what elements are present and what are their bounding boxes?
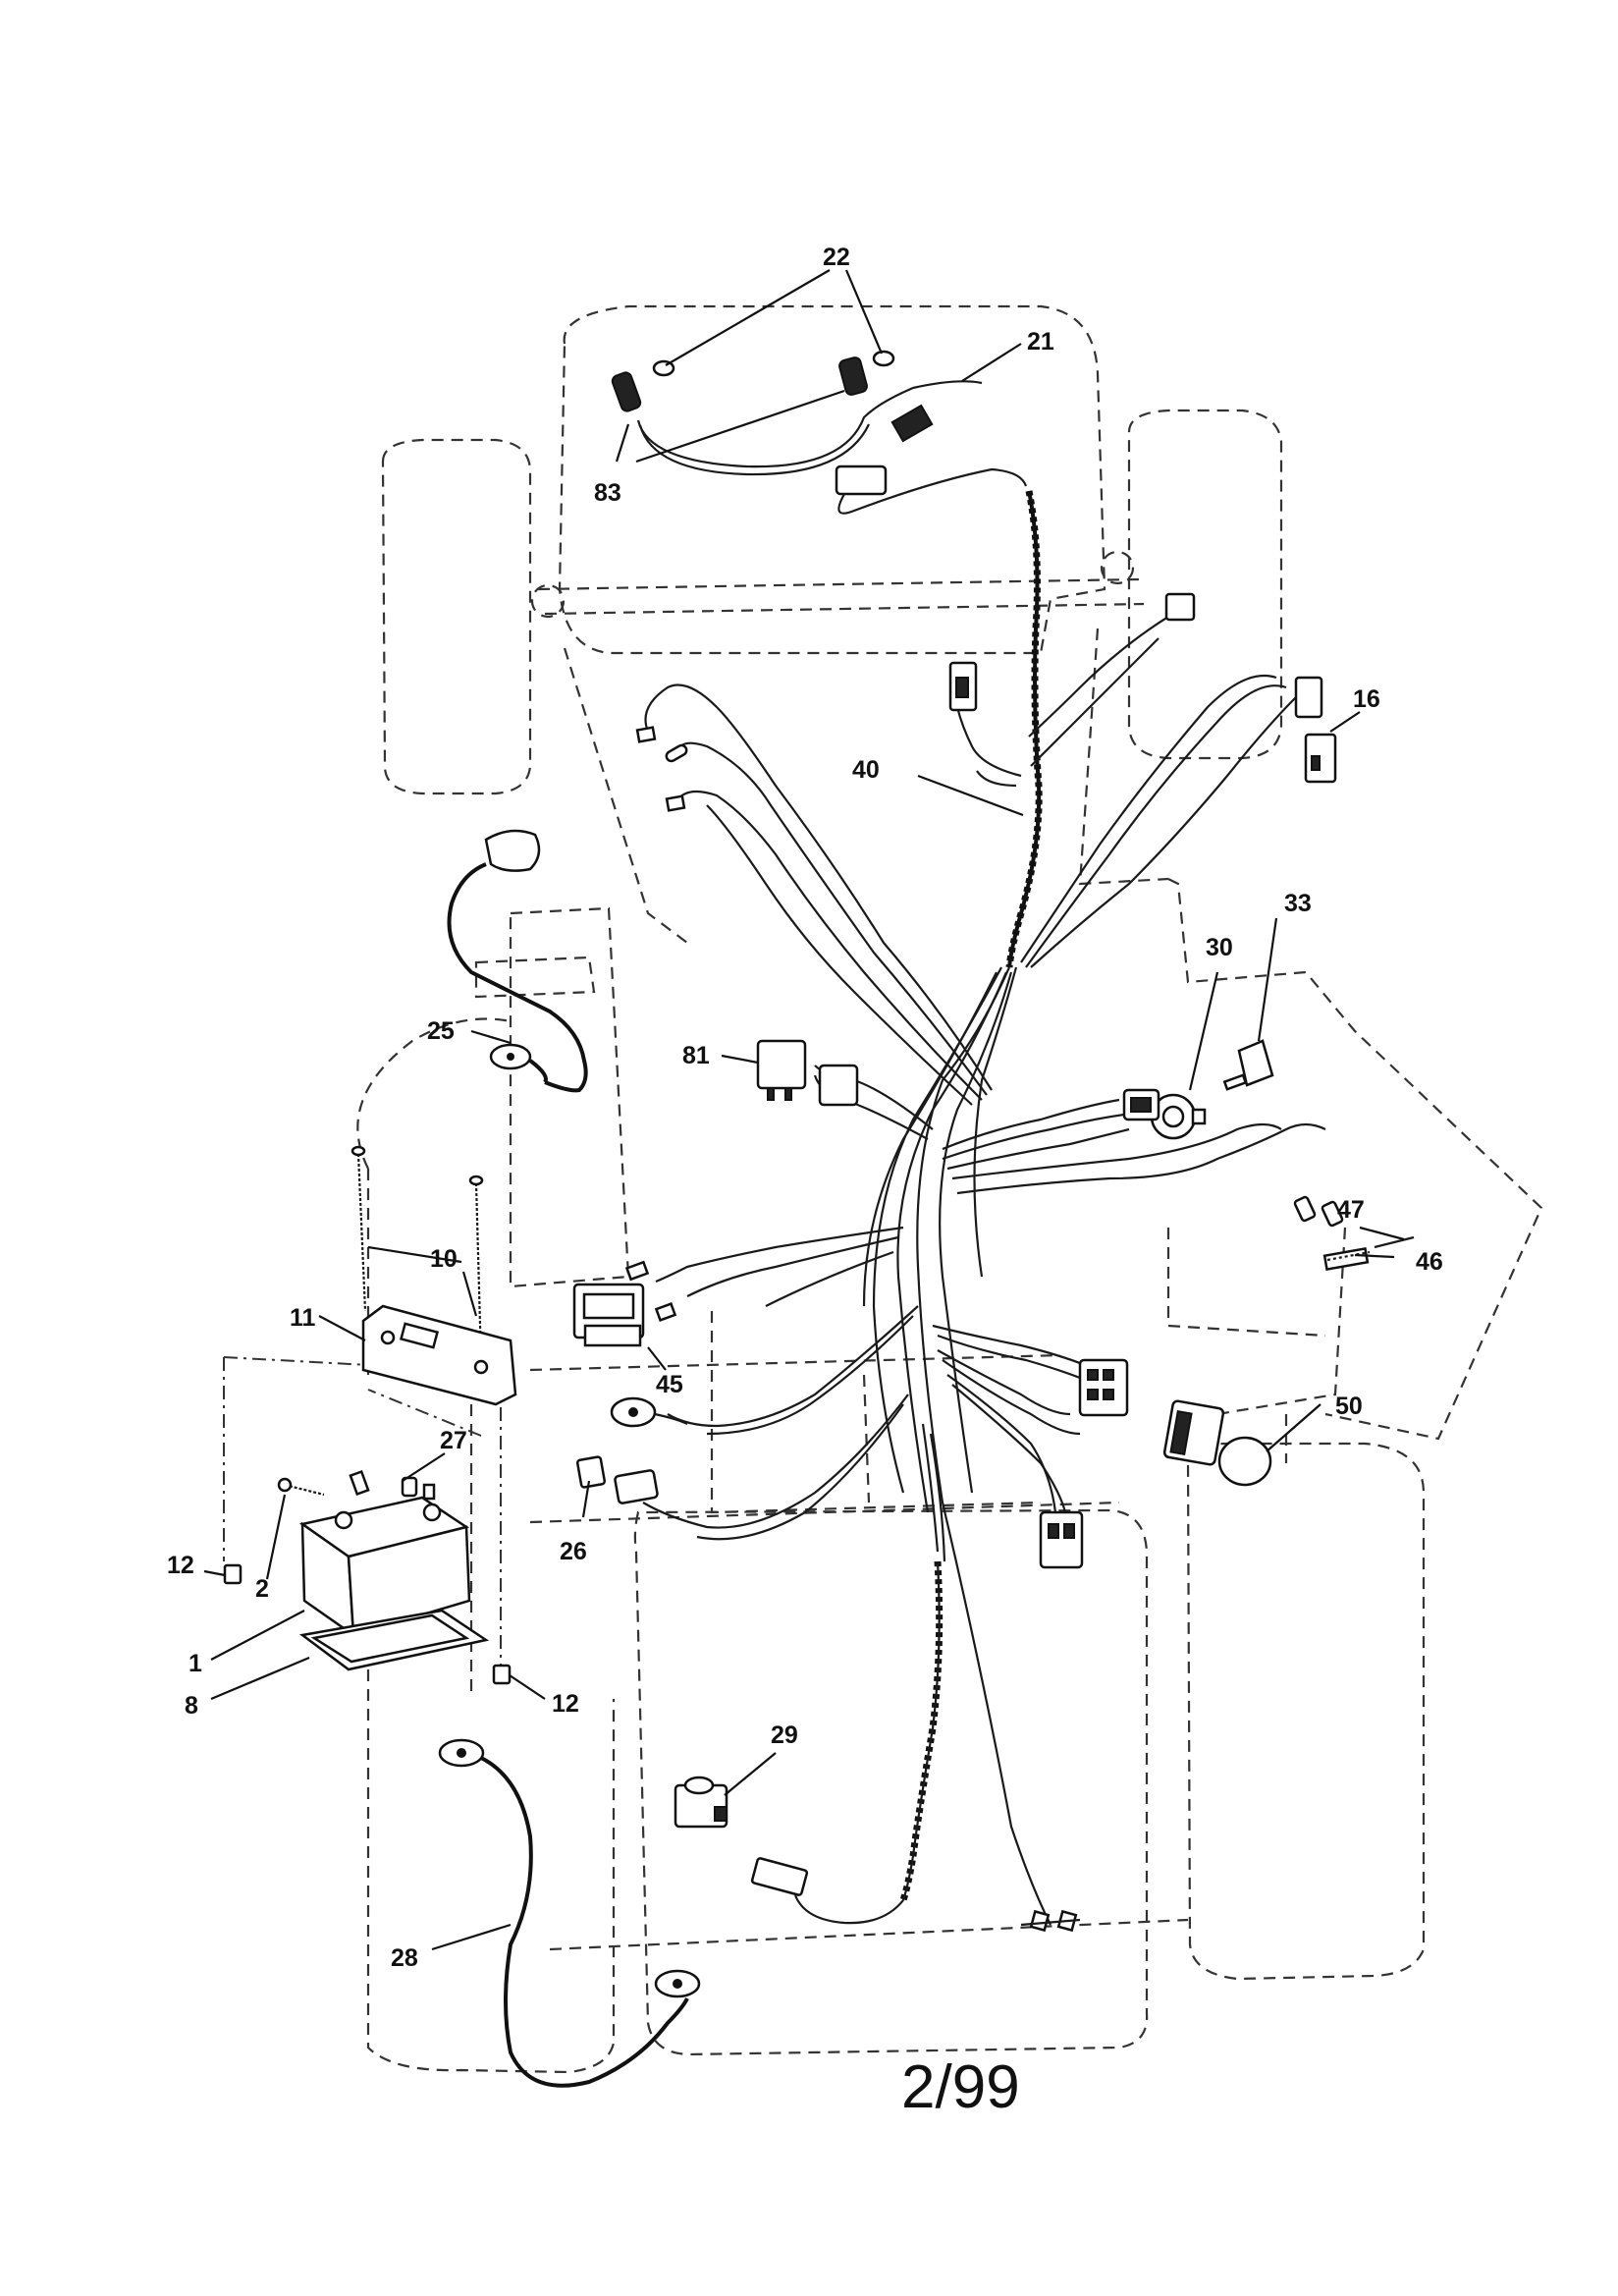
part-50-pto-switch [1162,1399,1272,1487]
callout-50: 50 [1335,1393,1363,1420]
part-25-cable [447,829,588,1093]
part-81-relay [756,1039,859,1107]
part-47-46-terminals [1293,1195,1415,1271]
callout-40: 40 [852,756,880,784]
callout-11: 11 [290,1304,316,1332]
battery-alignment-lines [223,1350,502,1665]
part-11-hold-down-bracket [361,1304,517,1406]
callout-27: 27 [440,1427,467,1454]
lower-terminals [1020,1909,1081,1933]
headlight-harness [611,350,1028,515]
callout-47: 47 [1337,1196,1365,1224]
callout-16: 16 [1353,685,1380,713]
callout-12-right: 12 [552,1690,579,1718]
callout-30: 30 [1206,934,1233,961]
callout-46: 46 [1416,1248,1443,1276]
main-harness-coil [1005,490,1043,968]
callout-10: 10 [430,1245,458,1273]
part-10-hold-down-rods [351,1145,484,1361]
callout-45: 45 [656,1371,683,1398]
callout-29: 29 [771,1722,798,1749]
leader-lines [203,269,1405,1951]
callout-1: 1 [189,1650,202,1677]
callout-26: 26 [560,1538,587,1565]
wire-bundle [642,613,1326,1926]
part-16-connector [1294,676,1337,784]
part-8-battery-tray [298,1609,490,1671]
tractor-outline [356,304,1543,2074]
part-33-key [1222,1039,1274,1091]
callout-83: 83 [594,479,621,507]
part-26-fuse [575,1455,659,1504]
part-28-ground-cable [438,1738,701,2088]
part-45-hour-meter [572,1260,677,1347]
callout-22: 22 [823,244,850,271]
harness-left-terminals [635,726,688,812]
multi-pin-connector [1078,1358,1129,1417]
part-29-seat-switch [674,1776,809,1896]
coil-side-connectors [948,592,1196,712]
callout-28: 28 [391,1944,418,1972]
part-27-2-hardware [277,1469,436,1501]
page-number: 2/99 [901,2053,1020,2121]
part-12-nuts [223,1563,512,1685]
callout-21: 21 [1027,328,1054,355]
callout-2: 2 [255,1575,269,1603]
callout-8: 8 [185,1692,198,1720]
callout-81: 81 [682,1042,710,1069]
part-1-battery [298,1496,471,1638]
callout-25: 25 [427,1017,455,1045]
callout-labels: 22 21 83 16 40 33 30 25 81 47 46 10 11 4… [167,244,1443,1972]
lower-connector [1039,1510,1084,1569]
callout-33: 33 [1284,890,1312,917]
callout-12-left: 12 [167,1552,194,1579]
part-30-ignition-switch [1122,1088,1207,1140]
ring-terminal-45 [610,1396,688,1428]
lower-harness-coil [793,1560,944,1925]
